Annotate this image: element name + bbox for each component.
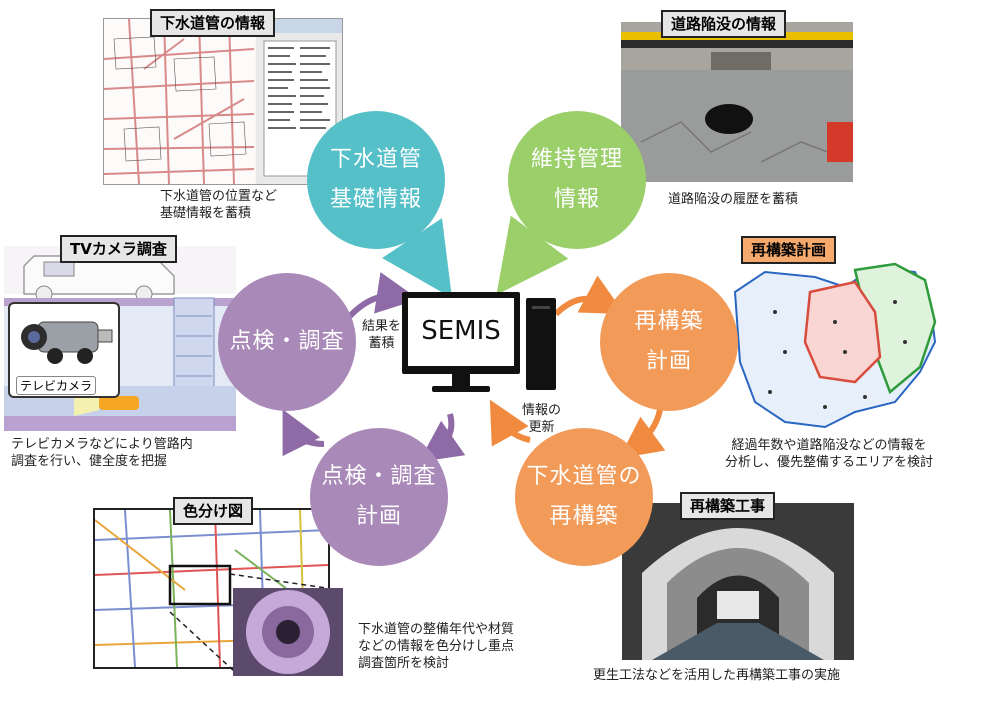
rebuild-plan-circle: 再構築 計画: [600, 273, 738, 411]
colormap-caption: 下水道管の整備年代や材質 などの情報を色分けし重点 調査箇所を検討: [358, 622, 515, 671]
computer-icon: [402, 292, 556, 392]
pipe-interior-graphic: [246, 590, 330, 674]
semis-computer: SEMIS: [398, 290, 568, 402]
tv-camera-label: テレビカメラ: [16, 376, 97, 395]
rebuild-work-tag: 再構築工事: [680, 492, 776, 520]
arrow-inspect-plan-to-inspect: [282, 409, 325, 457]
maintenance-info-circle: 維持管理 情報: [508, 111, 646, 249]
maintenance-info-label: 維持管理 情報: [530, 147, 623, 212]
update-info-text: 情報の 更新: [522, 403, 562, 435]
zoom-lines: [169, 573, 341, 673]
work-caption: 更生工法などを活用した再構築工事の実施: [593, 668, 841, 683]
rebuild-circle: 下水道管の 再構築: [515, 428, 653, 566]
arrow-inspect-to-semis: [345, 272, 419, 321]
sewer-caption: 下水道管の位置など 基礎情報を蓄積: [160, 189, 278, 221]
rebuild-plan-label: 再構築 計画: [634, 309, 704, 374]
rebuild-plan-tag: 再構築計画: [741, 236, 837, 264]
rebuild-label: 下水道管の 再構築: [526, 464, 642, 529]
rebuild-plan-map: [725, 252, 943, 432]
arrow-semis-to-inspect-plan: [418, 413, 466, 463]
tv-survey-photo: [4, 246, 236, 431]
inspection-label: 点検・調査: [229, 329, 345, 354]
inspection-circle: 点検・調査: [218, 273, 356, 411]
inspection-plan-label: 点検・調査 計画: [321, 464, 437, 529]
sewer-map-graphic: [104, 19, 342, 184]
rebuild-work-graphic: [622, 503, 854, 660]
sewer-map-photo: [103, 18, 343, 185]
rebuild-plan-graphic: [733, 262, 937, 429]
tv-survey-tag: TVカメラ調査: [60, 235, 177, 263]
rebuild-work-photo: [622, 503, 854, 660]
inspection-plan-circle: 点検・調査 計画: [310, 428, 448, 566]
arrow-semis-to-plan: [553, 275, 625, 317]
arrow-plan-to-rebuild: [619, 409, 666, 459]
basic-info-label: 下水道管 基礎情報: [329, 147, 422, 212]
tv-caption: テレビカメラなどにより管路内 調査を行い、健全度を把握: [11, 437, 193, 469]
plan-caption: 経過年数や道路陥没などの情報を 分析し、優先整備するエリアを検討: [725, 438, 934, 470]
basic-info-circle: 下水道管 基礎情報: [307, 111, 445, 249]
road-collapse-photo: [621, 22, 853, 182]
tv-survey-graphic: [4, 246, 236, 431]
road-caption: 道路陥没の履歴を蓄積: [668, 192, 799, 207]
store-results-text: 結果を 蓄積: [362, 319, 402, 351]
pipe-interior-photo: [233, 588, 343, 676]
color-map-tag: 色分け図: [173, 497, 254, 525]
road-info-tag: 道路陥没の情報: [661, 10, 787, 38]
tv-camera-inset: テレビカメラ: [8, 302, 120, 398]
color-map-photo: [93, 508, 330, 669]
semis-label: SEMIS: [421, 316, 501, 346]
arrow-rebuild-to-semis: [489, 399, 531, 447]
sewer-info-tag: 下水道管の情報: [150, 9, 276, 37]
tv-camera-graphic: [21, 321, 113, 364]
color-map-graphic: [95, 510, 328, 667]
